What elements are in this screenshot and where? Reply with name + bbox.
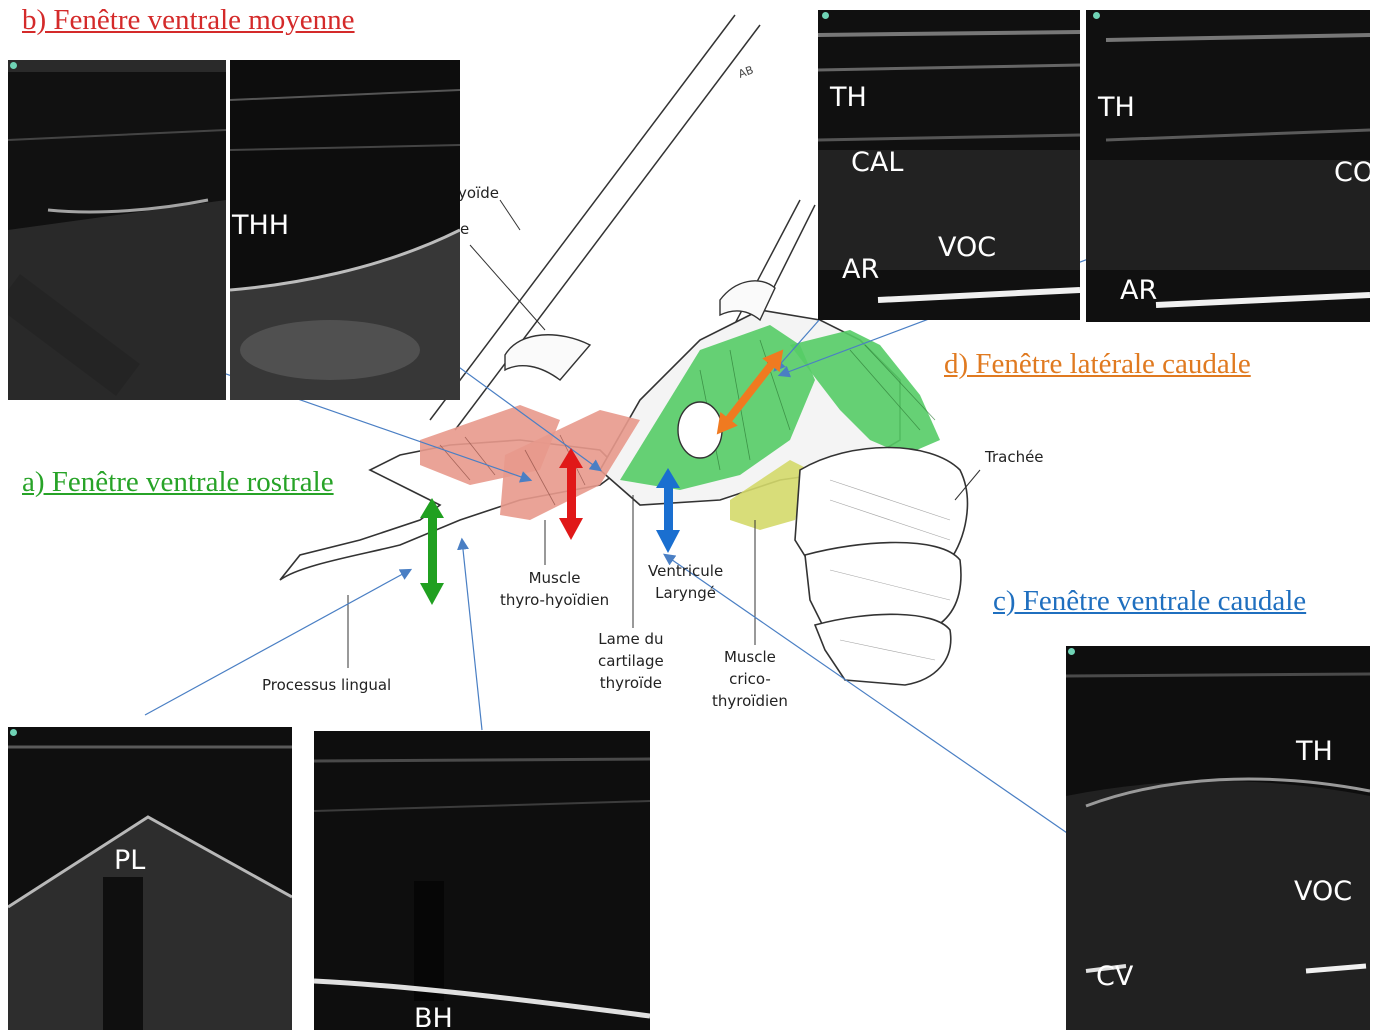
label-muscle-thyrohyoid: Muscle thyro-hyoïdien <box>500 567 609 611</box>
trachea <box>795 448 967 686</box>
probe-marker-icon <box>1093 12 1100 19</box>
ultrasound-a-right: BH <box>314 731 650 1030</box>
ultrasound-b-left <box>8 60 226 400</box>
probe-marker-icon <box>1068 648 1075 655</box>
us-label-ar: AR <box>842 254 879 285</box>
probe-marker-icon <box>10 729 17 736</box>
label-trachee: Trachée <box>985 446 1044 468</box>
label-lame-cartilage: Lame du cartilage thyroïde <box>598 628 664 694</box>
us-label-pl: PL <box>114 845 145 876</box>
us-label-thh: THH <box>232 210 289 241</box>
label-hyoide-fragment: yoïde <box>458 182 499 204</box>
us-label-voc: VOC <box>938 232 996 263</box>
window-d-title: d) Fenêtre latérale caudale <box>944 348 1251 381</box>
ultrasound-b-right: THH <box>230 60 460 400</box>
label-ventricule: Ventricule Laryngé <box>648 560 723 604</box>
svg-text:AB: AB <box>737 63 756 80</box>
laryngeal-ventricle-shape <box>678 402 722 458</box>
arrow-green <box>420 498 444 605</box>
label-e-fragment: e <box>460 218 469 240</box>
window-a-title: a) Fenêtre ventrale rostrale <box>22 466 334 499</box>
ultrasound-d-right: TH CO AR <box>1086 10 1370 322</box>
us-label-cal: CAL <box>851 147 903 178</box>
ultrasound-d-left: TH CAL AR VOC <box>818 10 1080 320</box>
us-label-bh: BH <box>414 1003 453 1030</box>
ultrasound-c: TH VOC CV <box>1066 646 1370 1030</box>
window-c-title: c) Fenêtre ventrale caudale <box>993 585 1306 618</box>
us-label-th: TH <box>1098 92 1135 123</box>
us-label-cv: CV <box>1096 961 1133 992</box>
window-b-title: b) Fenêtre ventrale moyenne <box>22 4 355 37</box>
us-label-th: TH <box>830 82 867 113</box>
us-label-th: TH <box>1296 736 1333 767</box>
us-label-ar: AR <box>1120 275 1157 306</box>
us-label-co: CO <box>1334 157 1370 188</box>
probe-marker-icon <box>10 62 17 69</box>
label-processus-lingual: Processus lingual <box>262 674 391 696</box>
us-label-voc: VOC <box>1294 876 1352 907</box>
label-muscle-crico: Muscle crico- thyroïdien <box>712 646 788 712</box>
probe-marker-icon <box>822 12 829 19</box>
ultrasound-a-left: PL <box>8 727 292 1030</box>
